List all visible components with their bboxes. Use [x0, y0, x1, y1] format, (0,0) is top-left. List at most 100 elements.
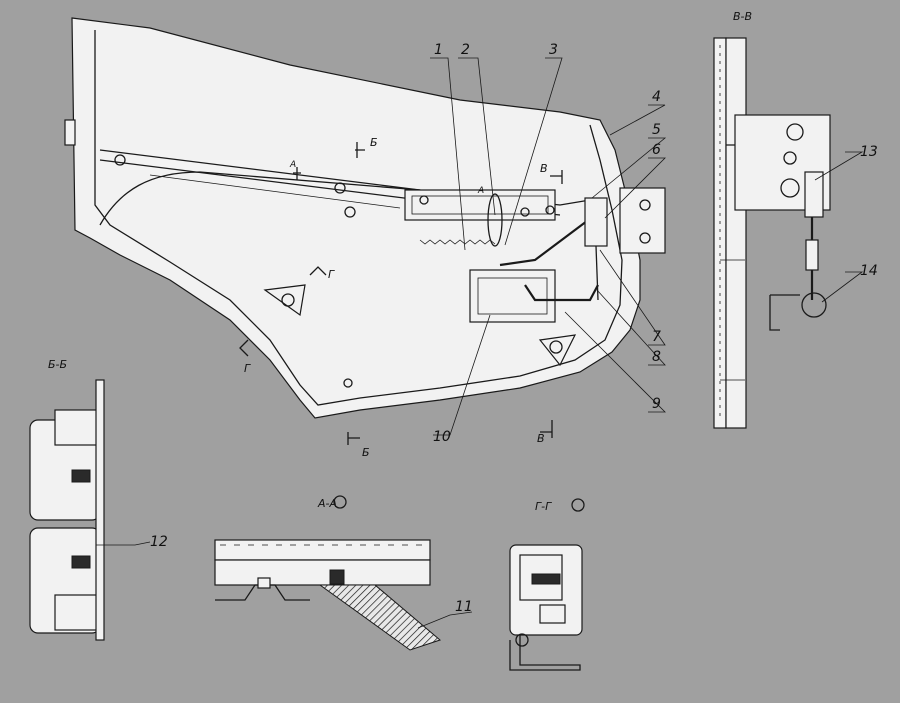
vv-link-top: [804, 171, 824, 218]
bb-post: [95, 379, 105, 641]
section-gg-label: Г-Г: [535, 500, 552, 513]
callout-7: 7: [652, 329, 661, 345]
fastener-6: [545, 205, 555, 215]
main-panel-view: [64, 17, 666, 419]
section-aa: А-А: [214, 495, 473, 651]
aa-seal-strip: [318, 584, 442, 651]
bb-screw-bottom: [71, 555, 91, 569]
leader-4: [609, 104, 666, 136]
gg-screw: [531, 573, 561, 585]
cut-v-bottom-label: В: [537, 432, 545, 445]
section-vv: В-В: [713, 10, 864, 429]
section-vv-label: В-В: [733, 10, 752, 23]
leader-9: [564, 311, 666, 413]
cut-a-mid-label: А: [477, 186, 484, 196]
vv-bolt-1: [786, 123, 804, 141]
hinge-plate: [619, 187, 666, 254]
cut-a-top-tick: [293, 167, 301, 180]
section-aa-label: А-А: [317, 497, 337, 510]
callout-10: 10: [433, 429, 451, 445]
section-gg: Г-Г: [509, 498, 585, 671]
cut-b-bottom-tick: [347, 432, 360, 445]
callout-13: 13: [860, 144, 878, 160]
gg-seal: [515, 633, 529, 647]
callout-6: 6: [652, 142, 661, 158]
leader-8: [596, 289, 666, 366]
cut-g-lower-label: Г: [244, 362, 251, 375]
hinge-bolt-top: [639, 199, 651, 211]
aa-clip: [257, 577, 271, 589]
cut-v-top-tick: [550, 170, 563, 184]
vv-lower-bracket: [769, 294, 800, 331]
hinge-tab: [64, 119, 76, 146]
cut-g-upper-label: Г: [328, 268, 335, 281]
leader-14: [821, 271, 864, 303]
leader-6: [604, 157, 666, 219]
vv-link-sleeve: [805, 239, 819, 271]
callout-11: 11: [455, 599, 473, 615]
fastener-4: [419, 195, 429, 205]
aa-top-plate: [214, 539, 431, 561]
fastener-7: [343, 378, 353, 388]
leader-12: [96, 541, 151, 546]
leader-7: [599, 249, 666, 346]
callout-14: 14: [860, 263, 878, 279]
gg-lower-box: [539, 604, 566, 624]
lower-bracket-right: [538, 334, 577, 367]
vv-pivot: [801, 292, 827, 318]
leader-13: [814, 151, 864, 181]
fastener-1: [114, 154, 126, 166]
bb-upper-box: [54, 409, 101, 446]
aa-channel: [214, 559, 431, 586]
section-bb-label: Б-Б: [48, 358, 67, 371]
rail-bracket-inner: [411, 195, 549, 215]
vv-bolt-3: [780, 178, 800, 198]
callout-3: 3: [549, 42, 558, 58]
rail-bracket: [404, 189, 556, 221]
leader-2: [458, 57, 496, 216]
leader-5: [591, 137, 667, 199]
latch-block: [584, 197, 608, 247]
leader-11: [417, 611, 473, 629]
cut-b-bottom-label: Б: [362, 446, 370, 459]
top-rail-inner: [149, 174, 401, 209]
leader-1: [430, 57, 466, 251]
vv-inner-panel: [725, 37, 747, 429]
aa-fastener: [329, 569, 345, 585]
cut-g-upper-tick: [309, 266, 327, 276]
cut-v-top-label: В: [540, 162, 548, 175]
callout-4: 4: [652, 89, 661, 105]
bb-lower-box: [54, 594, 101, 631]
bb-screw-top: [71, 469, 91, 483]
bracket-bolt-left: [281, 293, 295, 307]
section-aa-symbol: [333, 495, 347, 509]
callout-8: 8: [652, 349, 661, 365]
cut-b-top-tick: [355, 142, 365, 158]
callout-numbers: 1 2 3 4 5 6 7 8 9 10 11 12 13 14: [150, 42, 878, 615]
section-gg-symbol: [571, 498, 585, 512]
hinge-bolt-bottom: [639, 232, 651, 244]
vv-bolt-2: [783, 151, 797, 165]
vv-fasteners: [720, 259, 745, 381]
fastener-3: [344, 206, 356, 218]
fastener-5: [520, 207, 530, 217]
cut-v-bottom-tick: [540, 420, 553, 438]
link-rod: [499, 214, 596, 267]
callout-12: 12: [150, 534, 168, 550]
vv-post: [713, 37, 727, 429]
leader-10: [433, 314, 491, 436]
cut-b-top-label: Б: [370, 136, 378, 149]
callout-1: 1: [434, 42, 443, 58]
callout-leaders: [430, 57, 667, 436]
fastener-2: [334, 182, 346, 194]
spring-loop: [487, 193, 503, 247]
cut-indicators: Б Б А А В В Г Г: [239, 136, 563, 459]
handle-lever: [524, 284, 599, 302]
callout-2: 2: [461, 42, 470, 58]
bracket-bolt-right: [549, 340, 563, 354]
cut-a-top-label: А: [289, 160, 296, 170]
handle-frame-inner: [477, 277, 548, 315]
gg-foot: [509, 635, 581, 671]
